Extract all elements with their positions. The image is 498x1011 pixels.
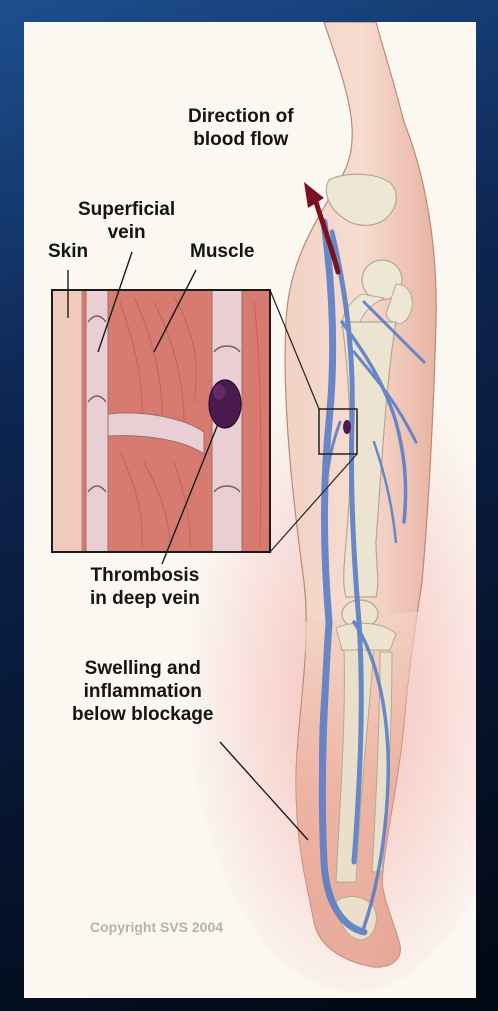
swelling-line-3: below blockage [72,703,213,726]
thrombosis-line-1: Thrombosis [90,564,200,587]
superficial-vein-label: Superficial vein [78,198,175,244]
direction-line-1: Direction of [188,105,294,128]
leg-illustration [24,22,476,998]
superficial-line-1: Superficial [78,198,175,221]
direction-line-2: blood flow [188,128,294,151]
swelling-label: Swelling and inflammation below blockage [72,657,213,726]
inset-cross-section [52,290,270,552]
blood-flow-arrowhead [304,182,324,208]
small-clot [343,420,351,434]
skin-label: Skin [48,240,88,263]
direction-label: Direction of blood flow [188,105,294,151]
thrombosis-label: Thrombosis in deep vein [90,564,200,610]
muscle-label: Muscle [190,240,254,263]
skin-layer [52,290,82,552]
superficial-vein [86,290,108,552]
thrombosis-line-2: in deep vein [90,587,200,610]
copyright-text: Copyright SVS 2004 [90,919,223,935]
blood-clot [209,380,241,428]
illustration-panel: Direction of blood flow Superficial vein… [24,22,476,998]
swelling-line-1: Swelling and [72,657,213,680]
superficial-line-2: vein [78,221,175,244]
swelling-line-2: inflammation [72,680,213,703]
